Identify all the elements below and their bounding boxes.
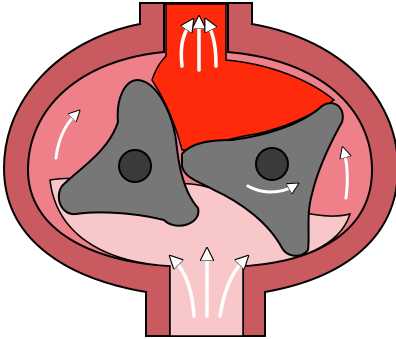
left-rotor-hub (119, 150, 151, 182)
right-rotor-hub (256, 148, 288, 180)
